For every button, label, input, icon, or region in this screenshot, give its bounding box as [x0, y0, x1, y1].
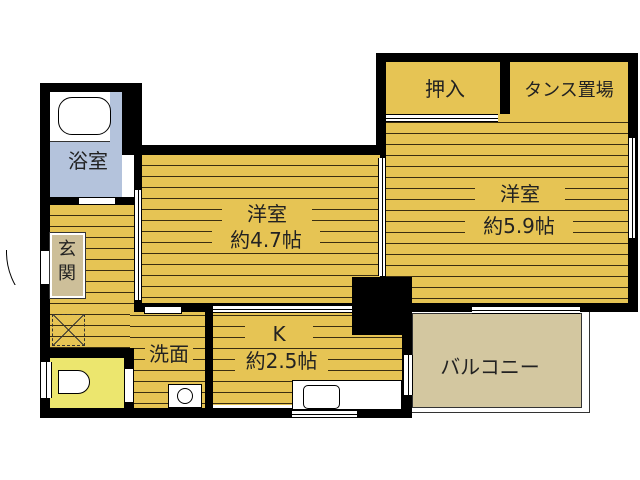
balcony-floor	[412, 313, 582, 408]
wall	[50, 348, 134, 358]
wall	[500, 62, 510, 114]
closet-floor	[386, 62, 500, 114]
kitchen-sink-icon	[303, 385, 340, 409]
washbasin-bowl	[177, 388, 193, 404]
balcony-label: バルコニー	[440, 355, 540, 379]
washroom-label: 洗面	[145, 343, 193, 366]
toilet-door[interactable]	[124, 368, 134, 403]
window	[386, 114, 498, 122]
wall	[40, 408, 412, 418]
wall	[376, 53, 638, 62]
structural-column	[352, 277, 412, 335]
western-room-2-floor	[386, 112, 628, 306]
window	[628, 138, 636, 238]
western-room-1-size: 約4.7帖	[212, 229, 320, 252]
bathtub-basin	[58, 97, 111, 135]
entrance-label-2: 関	[58, 263, 76, 284]
window	[472, 306, 580, 314]
toilet-icon	[58, 370, 90, 394]
closet-label: 押入	[425, 77, 465, 101]
window	[378, 158, 386, 276]
kitchen-size: 約2.5帖	[235, 350, 328, 373]
washroom-door[interactable]	[144, 306, 182, 314]
wall	[205, 305, 213, 410]
window	[134, 190, 142, 300]
window	[403, 355, 413, 395]
window	[292, 410, 357, 418]
western-room-2-name: 洋室	[475, 183, 565, 206]
western-room-2-size: 約5.9帖	[465, 215, 573, 238]
bath-door[interactable]	[78, 197, 116, 205]
window	[213, 305, 352, 313]
wall	[140, 145, 386, 155]
western-room-1-name: 洋室	[222, 203, 312, 226]
bath-label: 浴室	[68, 149, 108, 173]
entrance-label-1: 玄	[58, 239, 76, 260]
window	[40, 362, 52, 398]
kitchen-name: K	[245, 323, 313, 346]
wall	[376, 53, 386, 155]
wardrobe-space-label: タンス置場	[524, 80, 614, 101]
wall	[40, 83, 142, 92]
entrance-shoe-cabinet	[49, 232, 86, 299]
balcony-railing	[412, 306, 590, 413]
wall	[122, 83, 142, 155]
wardrobe-floor	[510, 62, 628, 112]
storage-hatch-icon	[52, 314, 85, 346]
entrance-door[interactable]	[40, 250, 50, 285]
